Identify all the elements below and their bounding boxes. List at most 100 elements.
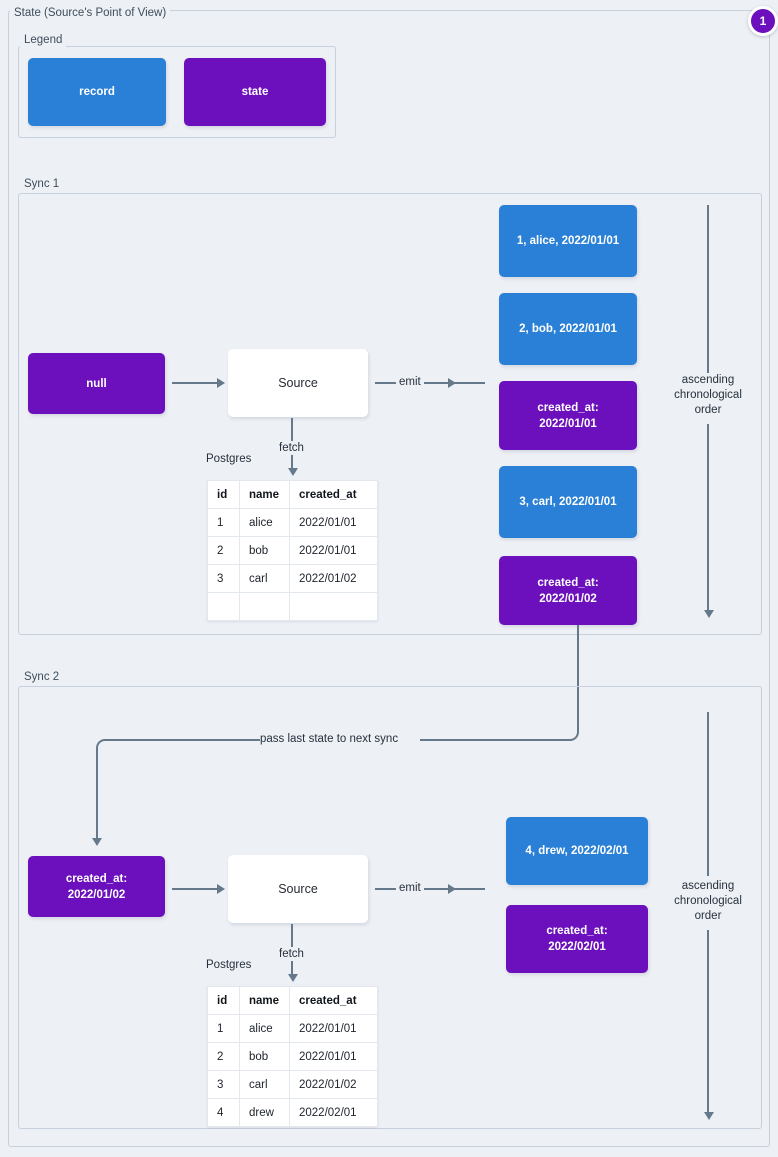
sync1-frame	[18, 193, 762, 635]
cell-created-at: 2022/01/02	[289, 564, 378, 593]
sync1-emitted-state-2: created_at: 2022/01/02	[499, 556, 637, 625]
carry-over-arrowhead	[92, 838, 102, 846]
cell-created-at: 2022/01/01	[289, 536, 378, 565]
sync1-emitted-record-1: 1, alice, 2022/01/01	[499, 205, 637, 277]
sync2-state-to-source-arrowhead	[217, 884, 225, 894]
cell-name	[239, 592, 290, 621]
cell-created-at: 2022/01/01	[289, 508, 378, 537]
sync2-fetch-arrowhead	[288, 974, 298, 982]
table-row-empty	[207, 592, 378, 621]
page-title: State (Source's Point of View)	[10, 7, 171, 20]
table-row: 2 bob 2022/01/01	[207, 536, 378, 565]
sync1-state-to-source-line	[172, 382, 218, 384]
table-row: 3 carl 2022/01/02	[207, 564, 378, 593]
table-row: 1 alice 2022/01/01	[207, 508, 378, 537]
sync2-emit-arrowhead	[448, 884, 456, 894]
cell-id: 1	[207, 1014, 240, 1043]
sync1-fetch-arrowhead	[288, 468, 298, 476]
sync1-emitted-state-2-label: created_at: 2022/01/02	[537, 576, 599, 605]
sync2-emitted-record-1: 4, drew, 2022/02/01	[506, 817, 648, 885]
cell-created-at	[289, 592, 378, 621]
cell-created-at: 2022/01/01	[289, 1014, 378, 1043]
carry-over-elbow-right	[568, 719, 579, 741]
cell-name: bob	[239, 1042, 290, 1071]
cell-created-at: 2022/01/02	[289, 1070, 378, 1099]
table-row: 3 carl 2022/01/02	[207, 1070, 378, 1099]
sync1-fetch-label: fetch	[276, 441, 307, 455]
cell-id: 1	[207, 508, 240, 537]
th-created-at: created_at	[289, 986, 378, 1015]
sync1-emitted-record-3: 3, carl, 2022/01/01	[499, 466, 637, 538]
sync2-state-in-label: created_at: 2022/01/02	[65, 872, 128, 901]
legend-label: Legend	[20, 34, 67, 47]
sync2-emit-line-left	[375, 888, 485, 890]
th-name: name	[239, 986, 290, 1015]
th-id: id	[207, 986, 240, 1015]
sync1-state-in-label: null	[86, 377, 107, 390]
sync1-order-line-top	[707, 205, 709, 373]
cell-id: 4	[207, 1098, 240, 1127]
cell-created-at: 2022/02/01	[289, 1098, 378, 1127]
sync1-emitted-record-1-label: 1, alice, 2022/01/01	[516, 235, 620, 247]
cell-name: carl	[239, 1070, 290, 1099]
sync1-label: Sync 1	[20, 178, 64, 191]
legend-item-record-label: record	[79, 86, 115, 98]
sync1-emitted-record-2: 2, bob, 2022/01/01	[499, 293, 637, 365]
sync1-emitted-record-3-label: 3, carl, 2022/01/01	[519, 496, 617, 508]
sync2-fetch-label: fetch	[276, 947, 307, 961]
sync1-emitted-record-2-label: 2, bob, 2022/01/01	[519, 323, 617, 335]
sync2-label: Sync 2	[20, 671, 64, 684]
cell-created-at: 2022/01/01	[289, 1042, 378, 1071]
sync2-source-label: Source	[278, 882, 318, 896]
sync2-source-node: Source	[228, 855, 368, 923]
carry-over-vline-to-state	[96, 752, 98, 840]
sync2-state-in: created_at: 2022/01/02	[28, 856, 165, 917]
sync1-emit-arrowhead	[448, 378, 456, 388]
cell-name: drew	[239, 1098, 290, 1127]
sync2-frame	[18, 686, 762, 1129]
step-badge: 1	[748, 6, 778, 36]
sync1-state-to-source-arrowhead	[217, 378, 225, 388]
sync1-state-in: null	[28, 353, 165, 414]
table-row: 1 alice 2022/01/01	[207, 1014, 378, 1043]
carry-over-elbow-left	[96, 739, 108, 755]
sync1-order-line-bottom	[707, 424, 709, 612]
sync2-emitted-state-1: created_at: 2022/02/01	[506, 905, 648, 973]
legend-item-record: record	[28, 58, 166, 126]
sync1-order-arrowhead	[704, 610, 714, 618]
th-created-at: created_at	[289, 480, 378, 509]
sync1-emitted-state-1: created_at: 2022/01/01	[499, 381, 637, 450]
table-header-row: id name created_at	[207, 986, 378, 1015]
table-row: 4 drew 2022/02/01	[207, 1098, 378, 1127]
sync1-db-label: Postgres	[206, 453, 252, 465]
cell-id: 3	[207, 564, 240, 593]
sync2-postgres-table: id name created_at 1 alice 2022/01/01 2 …	[207, 986, 378, 1127]
sync2-order-line-top	[707, 712, 709, 876]
cell-id: 2	[207, 1042, 240, 1071]
outer-group-frame	[8, 10, 770, 1147]
sync1-emit-line-left	[375, 382, 485, 384]
th-name: name	[239, 480, 290, 509]
cell-name: bob	[239, 536, 290, 565]
sync2-state-to-source-line	[172, 888, 218, 890]
sync1-order-label: ascending chronological order	[663, 373, 753, 418]
sync2-order-arrowhead	[704, 1112, 714, 1120]
cell-name: carl	[239, 564, 290, 593]
carry-over-hline-left	[108, 739, 260, 741]
sync1-emitted-state-1-label: created_at: 2022/01/01	[537, 401, 599, 430]
carry-over-hline-right	[420, 739, 570, 741]
sync1-postgres-table: id name created_at 1 alice 2022/01/01 2 …	[207, 480, 378, 621]
carry-over-vline-from-state	[577, 625, 579, 728]
table-row: 2 bob 2022/01/01	[207, 1042, 378, 1071]
sync2-emitted-record-1-label: 4, drew, 2022/02/01	[525, 845, 629, 857]
carry-over-label: pass last state to next sync	[257, 732, 402, 746]
sync2-order-label: ascending chronological order	[663, 879, 753, 924]
sync2-db-label: Postgres	[206, 959, 252, 971]
legend-item-state: state	[184, 58, 326, 126]
th-id: id	[207, 480, 240, 509]
cell-id	[207, 592, 240, 621]
legend-frame	[18, 46, 336, 138]
cell-id: 2	[207, 536, 240, 565]
cell-name: alice	[239, 508, 290, 537]
